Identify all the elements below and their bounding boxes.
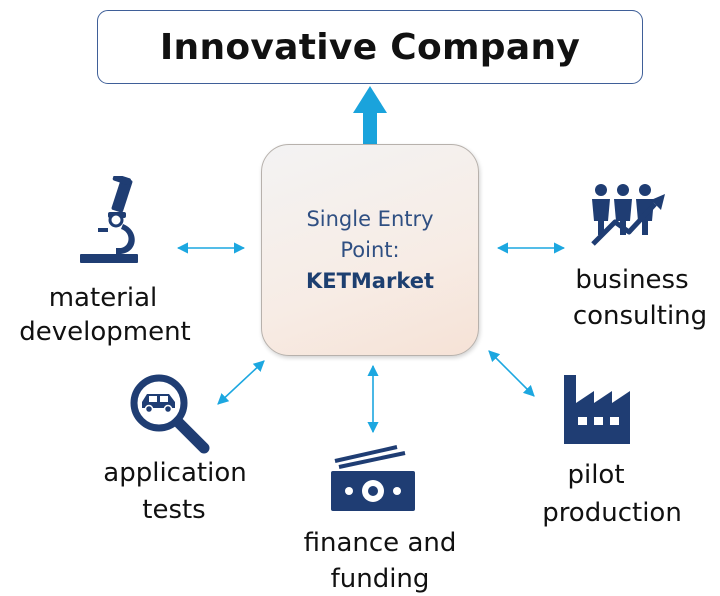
label-pilot-2: production	[530, 496, 694, 530]
label-material-2: development	[0, 315, 210, 349]
label-business-line2: consulting	[572, 301, 708, 331]
label-application-line1: application	[103, 458, 247, 488]
label-business-2: consulting	[562, 299, 718, 333]
magnifier-car-icon	[130, 374, 210, 454]
up-arrow	[353, 86, 387, 144]
arrow-application	[217, 360, 265, 405]
label-application-2: tests	[112, 493, 236, 527]
label-material-line2: development	[19, 317, 191, 347]
label-finance-line1: finance and	[303, 528, 457, 558]
label-pilot-line1: pilot	[567, 460, 625, 490]
label-finance-line2: funding	[330, 564, 430, 594]
label-business-line1: business	[575, 265, 689, 295]
label-business: business	[572, 263, 692, 297]
center-box: Single Entry Point: KETMarket	[261, 144, 479, 356]
label-material-line1: material	[48, 283, 158, 313]
people-growth-chart-icon	[591, 184, 665, 246]
factory-icon	[564, 375, 630, 444]
top-box: Innovative Company	[97, 10, 643, 84]
label-finance-2: funding	[320, 562, 440, 596]
label-application-line2: tests	[142, 495, 206, 525]
microscope-icon	[80, 176, 138, 263]
center-brand: KETMarket	[305, 268, 435, 293]
label-pilot-line2: production	[542, 498, 682, 528]
center-line-2: Point:	[340, 237, 400, 262]
top-title: Innovative Company	[159, 26, 581, 68]
label-material: material	[20, 281, 186, 315]
label-application: application	[94, 456, 256, 490]
arrow-pilot	[488, 350, 535, 397]
center-line-1: Single Entry	[306, 206, 434, 231]
label-pilot: pilot	[548, 458, 644, 492]
label-finance: finance and	[294, 526, 466, 560]
banknotes-icon	[331, 445, 415, 511]
